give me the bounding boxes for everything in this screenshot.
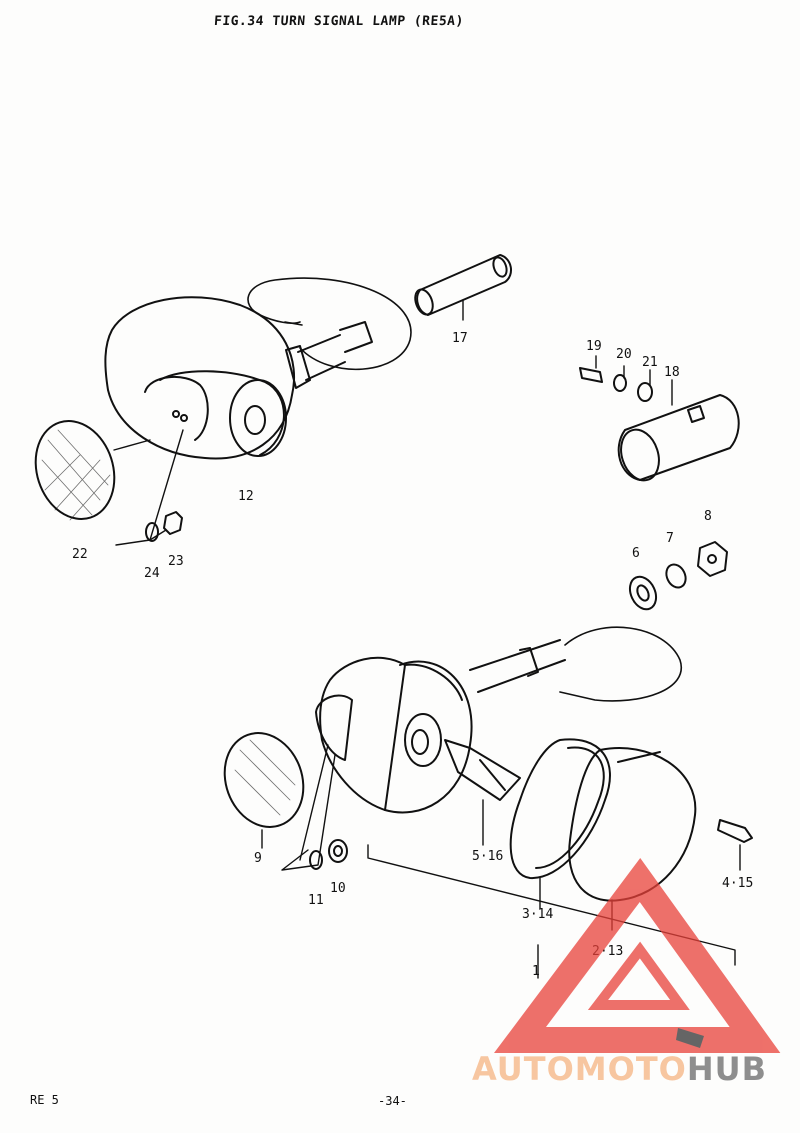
automotohub-logo-icon (494, 858, 781, 1053)
watermark-brand-part1: AUTOMOTO (472, 1050, 687, 1088)
callout-12: 12 (238, 489, 254, 504)
nut-23 (163, 511, 183, 535)
nut-10 (328, 839, 348, 863)
assembly-bracket (367, 844, 736, 966)
watermark-brand: AUTOMOTOHUB (472, 1050, 767, 1088)
model-code: RE 5 (30, 1093, 59, 1107)
washer-7 (665, 563, 687, 589)
callout-10: 10 (330, 881, 346, 896)
lens-lower-9 (223, 732, 305, 849)
callout-24: 24 (144, 566, 160, 581)
screw-19 (579, 355, 603, 383)
bulb-17 (414, 254, 512, 321)
callout-6: 6 (632, 546, 640, 561)
callout-1: 1 (532, 964, 540, 979)
callout-19: 19 (586, 339, 602, 354)
bulb-lower (444, 739, 521, 846)
gasket-3-14 (509, 738, 611, 909)
screw-4-15 (717, 819, 753, 871)
lamp-housing-upper (104, 296, 373, 460)
callout-23: 23 (168, 554, 184, 569)
callout-5-16: 5·16 (472, 849, 503, 864)
socket-18 (617, 379, 740, 482)
callout-18: 18 (664, 365, 680, 380)
callout-3-14: 3·14 (522, 907, 553, 922)
washer-20 (613, 365, 627, 392)
washer-11 (309, 850, 323, 870)
callout-22: 22 (72, 547, 88, 562)
nut-8 (697, 541, 728, 577)
callout-11: 11 (308, 893, 324, 908)
wire-lower (559, 626, 683, 702)
lamp-housing-lower (315, 639, 566, 814)
watermark-brand-part2: HUB (686, 1050, 768, 1088)
page-number: -34- (378, 1094, 407, 1108)
callout-9: 9 (254, 851, 262, 866)
lens-upper (34, 420, 151, 521)
wire-upper (247, 277, 412, 371)
callout-labels: 1 2·13 3·14 4·15 5·16 6 7 8 9 10 11 12 1… (72, 331, 753, 979)
washer-21 (637, 369, 653, 402)
callout-17: 17 (452, 331, 468, 346)
washer-6 (628, 575, 658, 611)
washer-24 (145, 522, 159, 542)
callout-20: 20 (616, 347, 632, 362)
callout-4-15: 4·15 (722, 876, 753, 891)
callout-21: 21 (642, 355, 658, 370)
callout-7: 7 (666, 531, 674, 546)
callout-8: 8 (704, 509, 712, 524)
